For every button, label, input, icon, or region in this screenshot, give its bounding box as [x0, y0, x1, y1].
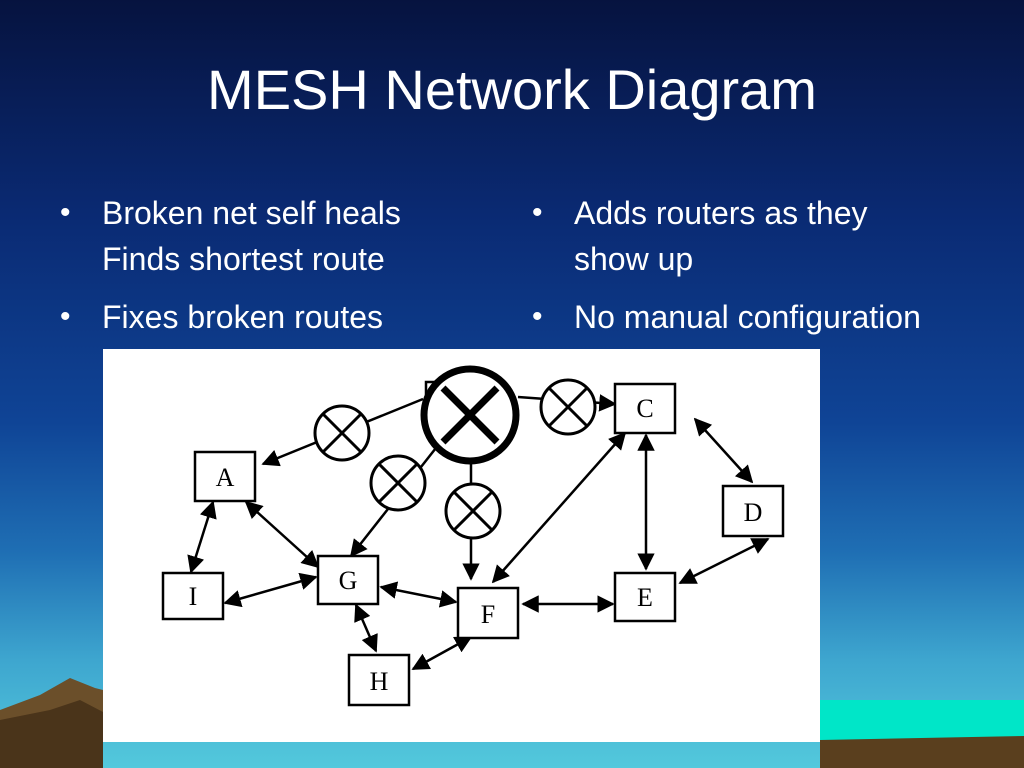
link-h-f — [411, 635, 473, 671]
link-g-h — [354, 603, 378, 653]
node-i: I — [161, 571, 225, 621]
landscape-decoration — [0, 678, 1024, 768]
link-e-d — [678, 537, 770, 585]
node-c: C — [613, 382, 677, 435]
right-bullet-1-line1: Adds routers as they — [574, 195, 868, 231]
right-column: • Adds routers as they show up • No manu… — [528, 190, 1018, 352]
node-d-label: D — [744, 498, 763, 527]
node-a-label: A — [216, 463, 235, 492]
node-c-label: C — [636, 394, 653, 423]
left-column: • Broken net self heals Finds shortest r… — [56, 190, 496, 352]
link-f-c — [491, 431, 627, 584]
node-f-label: F — [481, 600, 495, 629]
mesh-diagram-svg: A I G F H — [161, 365, 785, 707]
link-g-f — [379, 581, 458, 608]
node-i-label: I — [189, 582, 198, 611]
left-bullet-2: • Fixes broken routes — [56, 294, 496, 340]
link-i-g — [223, 572, 318, 608]
broken-link-a — [313, 404, 371, 462]
right-bullet-1: • Adds routers as they show up — [528, 190, 1018, 282]
ground-right — [820, 736, 1024, 768]
node-d: D — [721, 484, 785, 538]
left-bullet-1-line2: Finds shortest route — [102, 241, 385, 277]
node-f: F — [456, 586, 520, 640]
link-a-i — [187, 500, 217, 574]
broken-routers — [313, 365, 597, 540]
right-bullet-2: • No manual configuration — [528, 294, 1018, 340]
bullet-glyph: • — [532, 196, 543, 229]
link-a-g — [244, 500, 320, 569]
node-g-label: G — [339, 566, 358, 595]
large-broken-router — [420, 365, 520, 465]
bullet-glyph: • — [532, 300, 543, 333]
mountain-left-shadow — [0, 700, 103, 768]
slide-title: MESH Network Diagram — [207, 58, 817, 121]
node-h-label: H — [370, 667, 389, 696]
left-bullet-1-line1: Broken net self heals — [102, 195, 401, 231]
link-c-d — [693, 417, 754, 484]
bullet-glyph: • — [60, 300, 71, 333]
mesh-diagram: A I G F H — [103, 349, 820, 742]
left-bullet-2-line1: Fixes broken routes — [102, 299, 384, 335]
bullet-glyph: • — [60, 196, 71, 229]
broken-link-c — [539, 378, 597, 436]
broken-link-g — [369, 454, 427, 512]
node-a: A — [193, 450, 257, 503]
node-e-label: E — [637, 583, 653, 612]
right-bullet-2-line1: No manual configuration — [574, 299, 921, 335]
right-bullet-1-line2: show up — [574, 241, 694, 277]
left-bullet-list: • Broken net self heals Finds shortest r… — [56, 190, 496, 340]
broken-link-f — [444, 482, 502, 540]
node-g: G — [316, 554, 380, 606]
node-h: H — [347, 653, 411, 707]
nodes: A I G F H — [161, 382, 785, 707]
left-bullet-1: • Broken net self heals Finds shortest r… — [56, 190, 496, 282]
water-right — [820, 700, 1024, 740]
node-e: E — [613, 571, 677, 623]
right-bullet-list: • Adds routers as they show up • No manu… — [528, 190, 1018, 340]
